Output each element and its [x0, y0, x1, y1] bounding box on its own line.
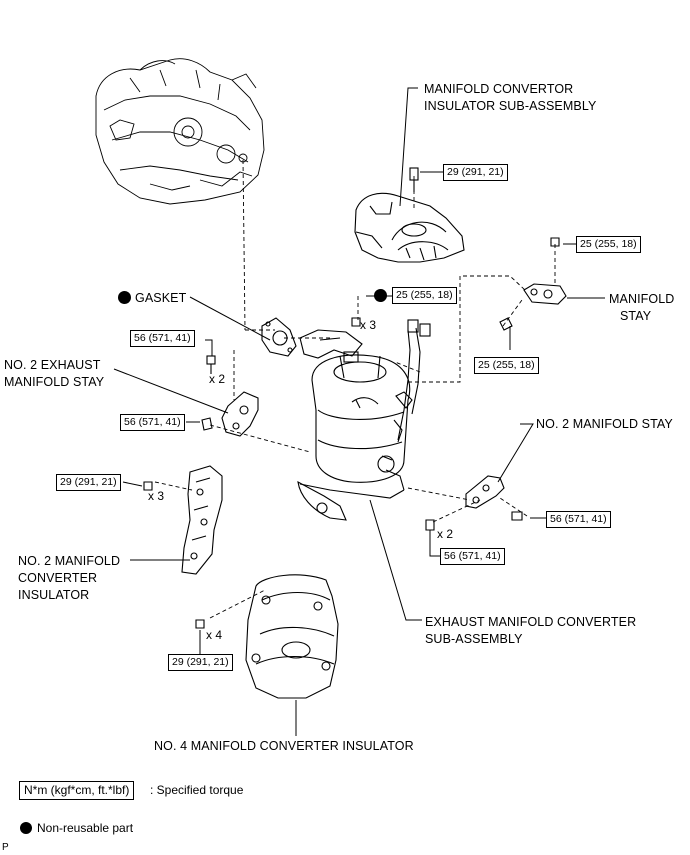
- exhaust-manifold-converter-illustration: [297, 319, 431, 521]
- label-no4-manifold-converter-insulator: NO. 4 MANIFOLD CONVERTER INSULATOR: [154, 739, 414, 753]
- nonreusable-marker-gasket: [118, 291, 131, 304]
- label-manifold-convertor-insulator-line2: INSULATOR SUB-ASSEMBLY: [424, 99, 597, 113]
- manifold-stay-illustration: [499, 237, 567, 331]
- label-no2-exhaust-manifold-stay-line1: NO. 2 EXHAUST: [4, 358, 101, 372]
- torque-56-bottom: 56 (571, 41): [440, 548, 505, 565]
- multiplier-x3-nuts: x 3: [360, 318, 377, 332]
- torque-29-top: 29 (291, 21): [443, 164, 508, 181]
- label-no2-manifold-converter-insulator-line3: INSULATOR: [18, 588, 90, 602]
- torque-25-manifold-stay-top: 25 (255, 18): [576, 236, 641, 253]
- callout-lines: [113, 87, 605, 736]
- multiplier-x3-left: x 3: [148, 489, 165, 503]
- nonreusable-marker-nuts: [374, 289, 387, 302]
- no2-exhaust-manifold-stay-illustration: [201, 355, 259, 437]
- label-exhaust-manifold-converter-line2: SUB-ASSEMBLY: [425, 632, 523, 646]
- no4-manifold-converter-insulator-illustration: [195, 574, 339, 699]
- corner-mark: P: [2, 842, 9, 853]
- label-manifold-stay-line2: STAY: [620, 309, 652, 323]
- label-no2-manifold-converter-insulator-line1: NO. 2 MANIFOLD: [18, 554, 121, 568]
- nut-cluster: [351, 317, 361, 327]
- label-manifold-stay-line1: MANIFOLD: [609, 292, 675, 306]
- torque-29-bottom: 29 (291, 21): [168, 654, 233, 671]
- torque-56-right: 56 (571, 41): [546, 511, 611, 528]
- no2-manifold-stay-illustration: [425, 475, 523, 531]
- label-no2-manifold-stay: NO. 2 MANIFOLD STAY: [536, 417, 673, 431]
- gasket-illustration: [261, 317, 297, 357]
- legend-nonreusable-dot: [20, 822, 32, 834]
- legend-torque-key: N*m (kgf*cm, ft.*lbf): [19, 781, 135, 800]
- multiplier-x2-right: x 2: [437, 527, 454, 541]
- torque-25-nuts: 25 (255, 18): [392, 287, 457, 304]
- torque-25-manifold-stay-bottom: 25 (255, 18): [474, 357, 539, 374]
- multiplier-x4-bottom: x 4: [206, 628, 223, 642]
- no2-manifold-converter-insulator-illustration: [143, 465, 223, 575]
- torque-29-left: 29 (291, 21): [56, 474, 121, 491]
- legend-torque-description: : Specified torque: [150, 783, 244, 797]
- label-exhaust-manifold-converter-line1: EXHAUST MANIFOLD CONVERTER: [425, 615, 637, 629]
- label-manifold-convertor-insulator-line1: MANIFOLD CONVERTOR: [424, 82, 574, 96]
- multiplier-x2-left: x 2: [209, 372, 226, 386]
- dashed-assembly-lines: [154, 159, 556, 619]
- torque-56-left-top: 56 (571, 41): [130, 330, 195, 347]
- legend-nonreusable-text: Non-reusable part: [37, 821, 134, 835]
- manifold-convertor-insulator-illustration: [354, 167, 465, 263]
- label-gasket: GASKET: [135, 291, 187, 305]
- label-no2-manifold-converter-insulator-line2: CONVERTER: [18, 571, 98, 585]
- label-no2-exhaust-manifold-stay-line2: MANIFOLD STAY: [4, 375, 105, 389]
- torque-56-left-mid: 56 (571, 41): [120, 414, 185, 431]
- engine-block-illustration: [95, 58, 265, 205]
